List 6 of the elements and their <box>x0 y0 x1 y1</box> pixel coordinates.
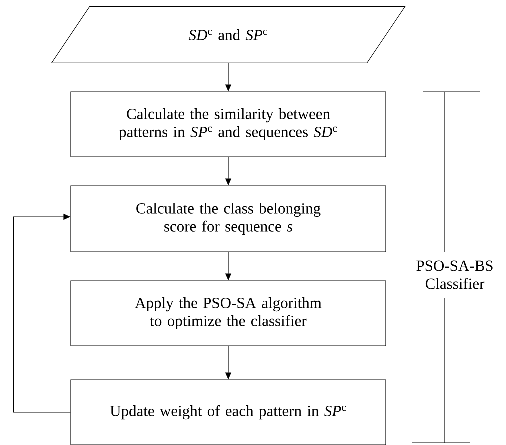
arrow <box>13 214 71 413</box>
bracket-label: PSO-SA-BS Classifier <box>416 260 493 290</box>
process-box: Update weight of each pattern in SP$^{c}$ <box>70 380 386 445</box>
process-box: Calculate the similarity between patterns in SP$^{c}$ and sequences SD$^{c}$ <box>70 92 386 158</box>
process-box: Apply the PSO-SA algorithm to optimize the classifier <box>70 280 386 346</box>
process-box: Calculate the class belonging score for sequence s <box>70 186 386 252</box>
